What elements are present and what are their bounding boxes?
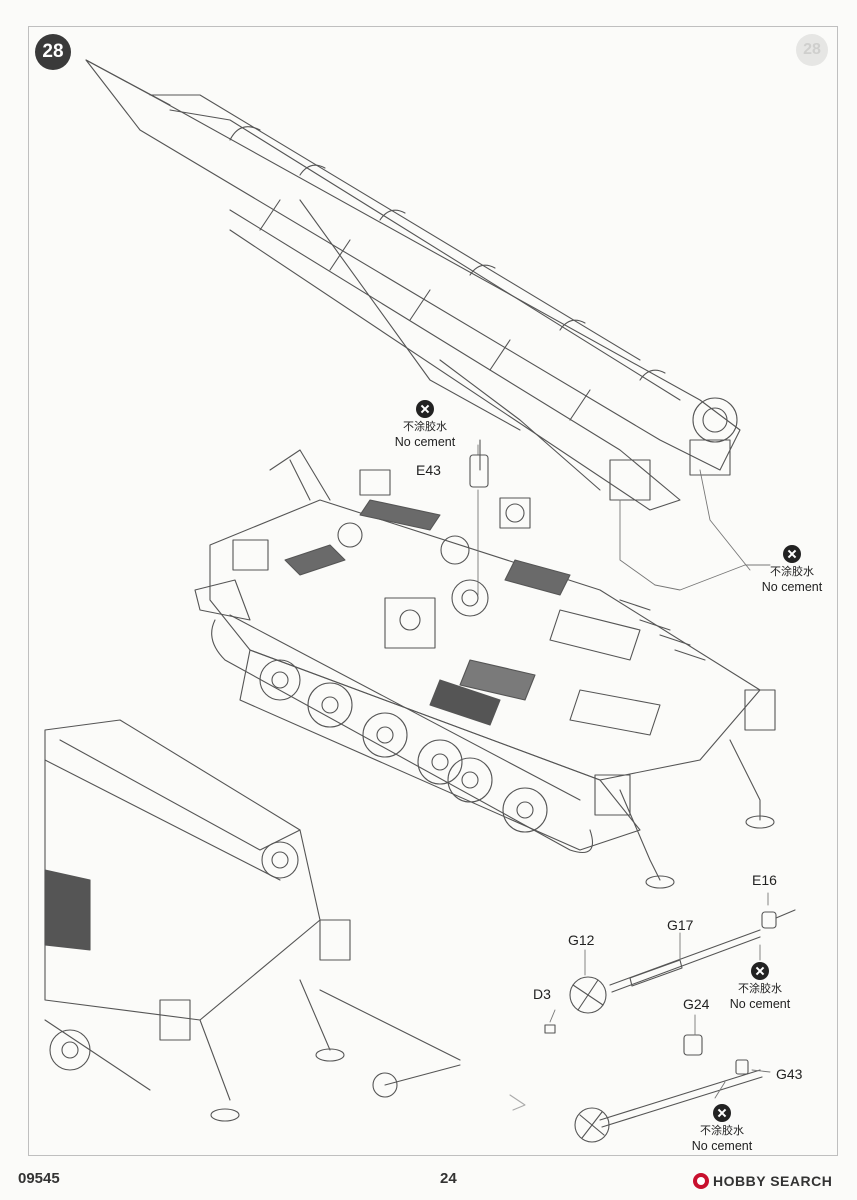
- no-cement-icon: [783, 545, 801, 563]
- ghost-step-badge: 28: [796, 34, 828, 66]
- outrigger-legs-drawing: [594, 689, 776, 889]
- no-cement-note-e16: 不涂胶水 No cement: [718, 962, 802, 1012]
- handwheel-assembly-drawing: [544, 909, 796, 1143]
- part-label-g17: G17: [667, 917, 694, 933]
- hobby-search-logo-icon: [693, 1173, 709, 1189]
- part-e43-drawing: [469, 454, 489, 488]
- no-cement-note-e43: 不涂胶水 No cement: [385, 400, 465, 450]
- page-number: 24: [440, 1170, 457, 1187]
- page-frame: [28, 26, 838, 1156]
- part-label-d3: D3: [533, 986, 551, 1002]
- tracks-drawing: [211, 614, 594, 854]
- inset-vehicle-drawing: [44, 719, 461, 1122]
- part-label-e43: E43: [416, 462, 441, 478]
- no-cement-note-g43: 不涂胶水 No cement: [680, 1104, 764, 1154]
- no-cement-icon: [751, 962, 769, 980]
- hobby-search-watermark: HOBBY SEARCH: [693, 1170, 832, 1192]
- no-cement-note-rail: 不涂胶水 No cement: [752, 545, 832, 595]
- step-number-badge: 28: [35, 34, 71, 70]
- vehicle-hull-drawing: [194, 439, 761, 851]
- missile-drawing: [85, 59, 741, 511]
- no-cement-icon: [416, 400, 434, 418]
- part-label-e16: E16: [752, 872, 777, 888]
- part-label-g24: G24: [683, 996, 710, 1012]
- kit-number: 09545: [18, 1170, 60, 1187]
- no-cement-icon: [713, 1104, 731, 1122]
- part-label-g12: G12: [568, 932, 595, 948]
- part-label-g43: G43: [776, 1066, 803, 1082]
